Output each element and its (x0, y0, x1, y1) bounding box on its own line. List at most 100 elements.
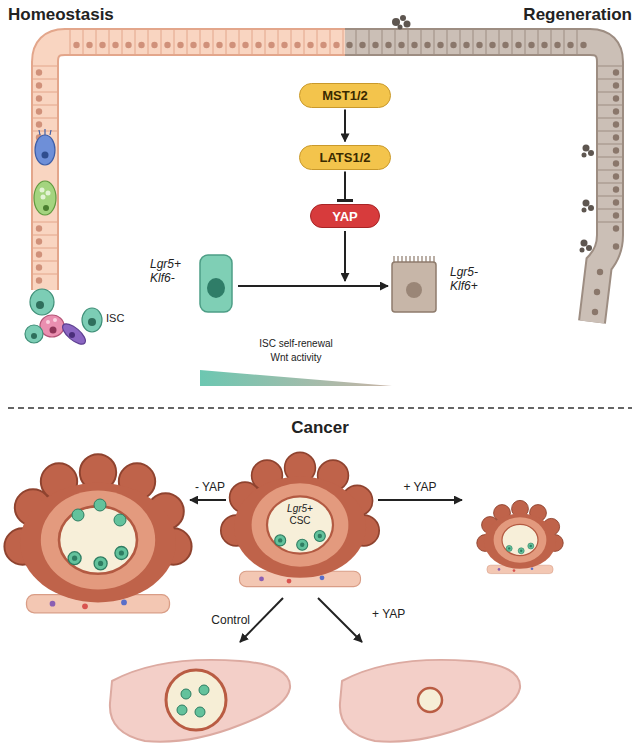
nucleus (613, 199, 619, 205)
cell-debris-part (583, 145, 590, 152)
cell-debris-part (392, 18, 400, 26)
nucleus (613, 134, 619, 140)
cell-divider (598, 170, 622, 171)
process-box: MST1/2 (299, 83, 391, 108)
extra-stem-cells-part (114, 514, 126, 526)
cell-divider (33, 105, 57, 106)
nucleus (307, 42, 313, 48)
cell-divider (421, 30, 422, 54)
crypt-base-cells-part (36, 301, 44, 309)
tuft-cell-part (39, 129, 51, 135)
nucleus (385, 42, 391, 48)
nucleus (36, 238, 42, 244)
nucleus (613, 160, 619, 166)
cell-divider (564, 30, 565, 54)
cell-divider (33, 92, 57, 93)
nucleus (476, 42, 482, 48)
nucleus (112, 42, 118, 48)
cell-divider (96, 30, 97, 54)
cell-divider (598, 66, 622, 67)
process-box: YAP (310, 204, 380, 228)
cell-label: Lgr5+ (287, 503, 313, 515)
cell-divider (598, 222, 622, 223)
nucleus (73, 42, 79, 48)
cell-divider (83, 30, 84, 54)
regenerative-cell-part (394, 256, 434, 262)
cell-divider (174, 30, 175, 54)
gradient-label: ISC self-renewal (259, 338, 332, 350)
cell-debris-part (588, 150, 594, 156)
crypt-base-cells-part (88, 318, 96, 326)
nucleus (151, 42, 157, 48)
node-text: LATS1/2 (319, 150, 370, 165)
cell-label: ISC (106, 312, 124, 325)
epithelium (33, 30, 622, 322)
goblet-cell-part (43, 205, 49, 211)
cell-divider (33, 248, 57, 249)
cell-divider (252, 30, 253, 54)
regenerative-cell (392, 256, 436, 312)
cell-divider (304, 30, 305, 54)
cell-divider (33, 222, 57, 223)
section-heading: Homeostasis (8, 5, 114, 25)
stem-cell-part (200, 255, 232, 312)
liver-metastasis-part (177, 705, 187, 715)
nucleus (450, 42, 456, 48)
nucleus (36, 82, 42, 88)
cell-divider (598, 157, 622, 158)
cell-divider (598, 196, 622, 197)
nucleus (613, 69, 619, 75)
small-metastasis (418, 688, 442, 712)
small-metastasis-part (418, 688, 442, 712)
cell-divider (598, 131, 622, 132)
nucleus (613, 95, 619, 101)
nucleus (36, 95, 42, 101)
nucleus (597, 269, 603, 275)
nucleus (177, 42, 183, 48)
extra-stem-cells (72, 499, 126, 526)
cell-divider (291, 30, 292, 54)
nucleus (99, 42, 105, 48)
cell-divider (33, 274, 57, 275)
nucleus (268, 42, 274, 48)
crypt-base-cells-part (40, 315, 64, 337)
cell-divider (395, 30, 396, 54)
nucleus (36, 264, 42, 270)
cell-divider (33, 235, 57, 236)
nucleus (594, 289, 600, 295)
nucleus (613, 121, 619, 127)
nucleus (515, 42, 521, 48)
gradient-wedge (200, 370, 392, 386)
nucleus (613, 108, 619, 114)
nucleus (36, 108, 42, 114)
cell-debris (392, 15, 594, 253)
cell-divider (538, 30, 539, 54)
large-tumor (4, 454, 191, 613)
cell-divider (239, 30, 240, 54)
condition-label: + YAP (372, 608, 405, 622)
goblet-cell-part (40, 188, 45, 193)
cell-divider (382, 30, 383, 54)
nucleus (463, 42, 469, 48)
cell-divider (577, 30, 578, 54)
condition-label: + YAP (403, 481, 436, 495)
liver (340, 660, 520, 742)
cell-divider (598, 105, 622, 106)
extra-stem-cells-part (72, 509, 84, 521)
liver-metastasis-part (166, 670, 226, 730)
cell-divider (408, 30, 409, 54)
tuft-cell-part (42, 152, 49, 159)
nucleus (216, 42, 222, 48)
nucleus (36, 251, 42, 257)
cell-divider (447, 30, 448, 54)
homeostatic-epithelium (45, 42, 345, 290)
section-divider (8, 407, 632, 409)
cell-divider (213, 30, 214, 54)
cell-divider (525, 30, 526, 54)
cell-divider (33, 118, 57, 119)
cell-debris-part (580, 248, 585, 253)
cell-divider (512, 30, 513, 54)
nucleus (346, 42, 352, 48)
nucleus (333, 42, 339, 48)
crypt-base-cells-part (25, 325, 43, 343)
